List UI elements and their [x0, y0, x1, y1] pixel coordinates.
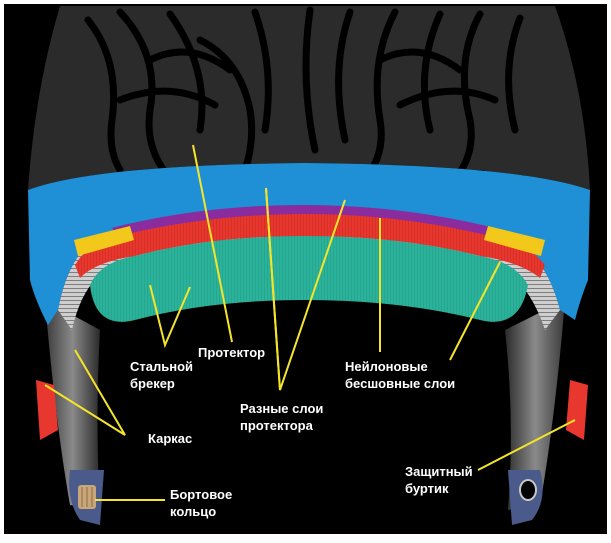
leader-nylon-2 [449, 261, 501, 361]
label-bead-ring-line2: кольцо [170, 504, 217, 519]
label-carcass: Каркас [148, 430, 192, 447]
yellow-strip-right [484, 226, 545, 256]
left-sidewall [45, 300, 100, 510]
left-protective-rib [36, 380, 58, 440]
label-nylon-layers: Нейлоновые бесшовные слои [345, 358, 455, 392]
label-tread: Протектор [198, 344, 265, 361]
leader-carcass [44, 349, 126, 436]
yellow-strip-left [74, 226, 134, 256]
label-tread-line: Протектор [198, 345, 266, 360]
tread-pattern [84, 6, 524, 176]
purple-layer [112, 205, 495, 238]
blue-layer [28, 163, 590, 325]
label-protective-rib-line2: буртик [405, 481, 449, 496]
label-bead-ring: Бортовое кольцо [170, 486, 232, 520]
leader-steel-breaker [149, 284, 191, 349]
label-tread-layers-line2: протектора [240, 418, 313, 433]
leader-tread [192, 144, 233, 343]
right-protective-rib [566, 380, 588, 440]
label-protective-rib-line1: Защитный [405, 464, 473, 479]
red-layer [75, 214, 545, 278]
label-steel-breaker-line2: брекер [130, 376, 175, 391]
label-steel-breaker-line1: Стальной [130, 359, 194, 374]
label-protective-rib: Защитный буртик [405, 463, 473, 497]
label-carcass-line: Каркас [148, 431, 193, 446]
leader-lines [44, 144, 576, 501]
left-bead-ring [69, 470, 104, 525]
label-nylon-layers-line1: Нейлоновые [345, 359, 428, 374]
leader-protective-rib [477, 419, 576, 471]
teal-layer [90, 236, 528, 322]
right-bead-ring [508, 470, 543, 525]
label-nylon-layers-line2: бесшовные слои [345, 376, 456, 391]
label-tread-layers: Разные слои протектора [240, 400, 323, 434]
label-bead-ring-line1: Бортовое [170, 487, 233, 502]
right-sidewall [505, 300, 565, 510]
leader-tread-layers-2 [265, 187, 281, 391]
label-tread-layers-line1: Разные слои [240, 401, 324, 416]
label-steel-breaker: Стальной брекер [130, 358, 193, 392]
